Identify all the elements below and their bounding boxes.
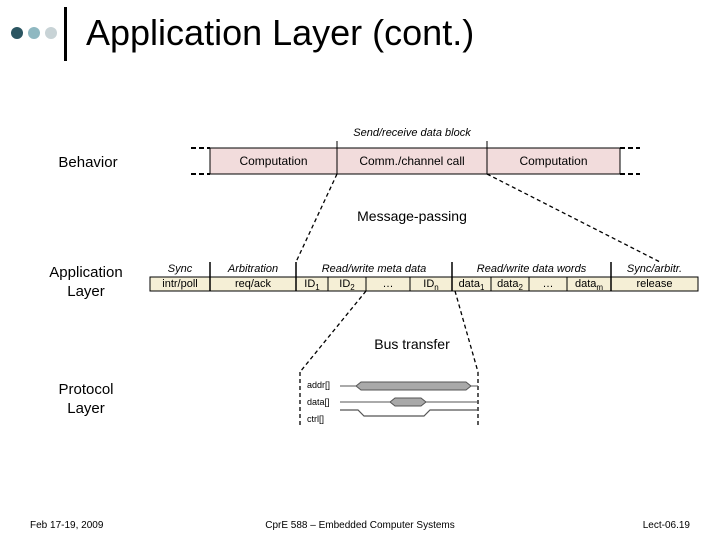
application-label-line2: Layer bbox=[67, 283, 105, 300]
datam-cell: datam bbox=[574, 278, 604, 293]
sync-arbitr-top-label: Sync/arbitr. bbox=[626, 263, 683, 275]
data2-cell: data2 bbox=[497, 278, 523, 293]
signal-data-label: data[] bbox=[307, 397, 330, 407]
data-dots-cell: … bbox=[542, 278, 554, 290]
comm-channel-call-cell: Comm./channel call bbox=[359, 154, 465, 168]
computation-left-cell: Computation bbox=[239, 154, 308, 168]
bus-transfer-label: Bus transfer bbox=[374, 336, 450, 352]
arbitration-top-label: Arbitration bbox=[227, 263, 279, 275]
computation-right-cell: Computation bbox=[519, 154, 588, 168]
signal-ctrl-label: ctrl[] bbox=[307, 414, 324, 424]
message-passing-label: Message-passing bbox=[357, 208, 467, 224]
meta-id1-cell: ID1 bbox=[304, 278, 320, 293]
protocol-label-line1: Protocol bbox=[58, 381, 114, 398]
footer-lecture: Lect-06.19 bbox=[642, 520, 690, 531]
application-label-line1: Application bbox=[49, 264, 123, 281]
meta-id2-cell: ID2 bbox=[339, 278, 355, 293]
send-receive-label: Send/receive data block bbox=[353, 127, 471, 139]
meta-dots-cell: … bbox=[382, 278, 394, 290]
timing-waveforms-graphic bbox=[340, 381, 478, 417]
sync-intr-poll-cell: intr/poll bbox=[162, 278, 198, 290]
behavior-row-graphic bbox=[191, 141, 640, 175]
protocol-layer-label: Protocol Layer bbox=[36, 380, 136, 418]
application-layer-label: Application Layer bbox=[36, 263, 136, 301]
protocol-label-line2: Layer bbox=[67, 400, 105, 417]
footer-date: Feb 17-19, 2009 bbox=[30, 520, 104, 531]
footer-course: CprE 588 – Embedded Computer Systems bbox=[265, 520, 455, 531]
data-words-top-label: Read/write data words bbox=[476, 263, 587, 275]
page-title: Application Layer (cont.) bbox=[86, 12, 475, 53]
logo-bullets-icon bbox=[11, 7, 67, 61]
meta-data-top-label: Read/write meta data bbox=[321, 263, 427, 275]
behavior-label: Behavior bbox=[58, 154, 118, 171]
sync-top-label: Sync bbox=[167, 263, 193, 275]
data1-cell: data1 bbox=[458, 278, 485, 293]
arbitration-req-ack-cell: req/ack bbox=[234, 278, 272, 290]
release-cell: release bbox=[636, 278, 673, 290]
meta-idn-cell: IDn bbox=[423, 278, 439, 293]
application-row-graphic bbox=[149, 262, 699, 292]
signal-addr-label: addr[] bbox=[307, 380, 331, 390]
